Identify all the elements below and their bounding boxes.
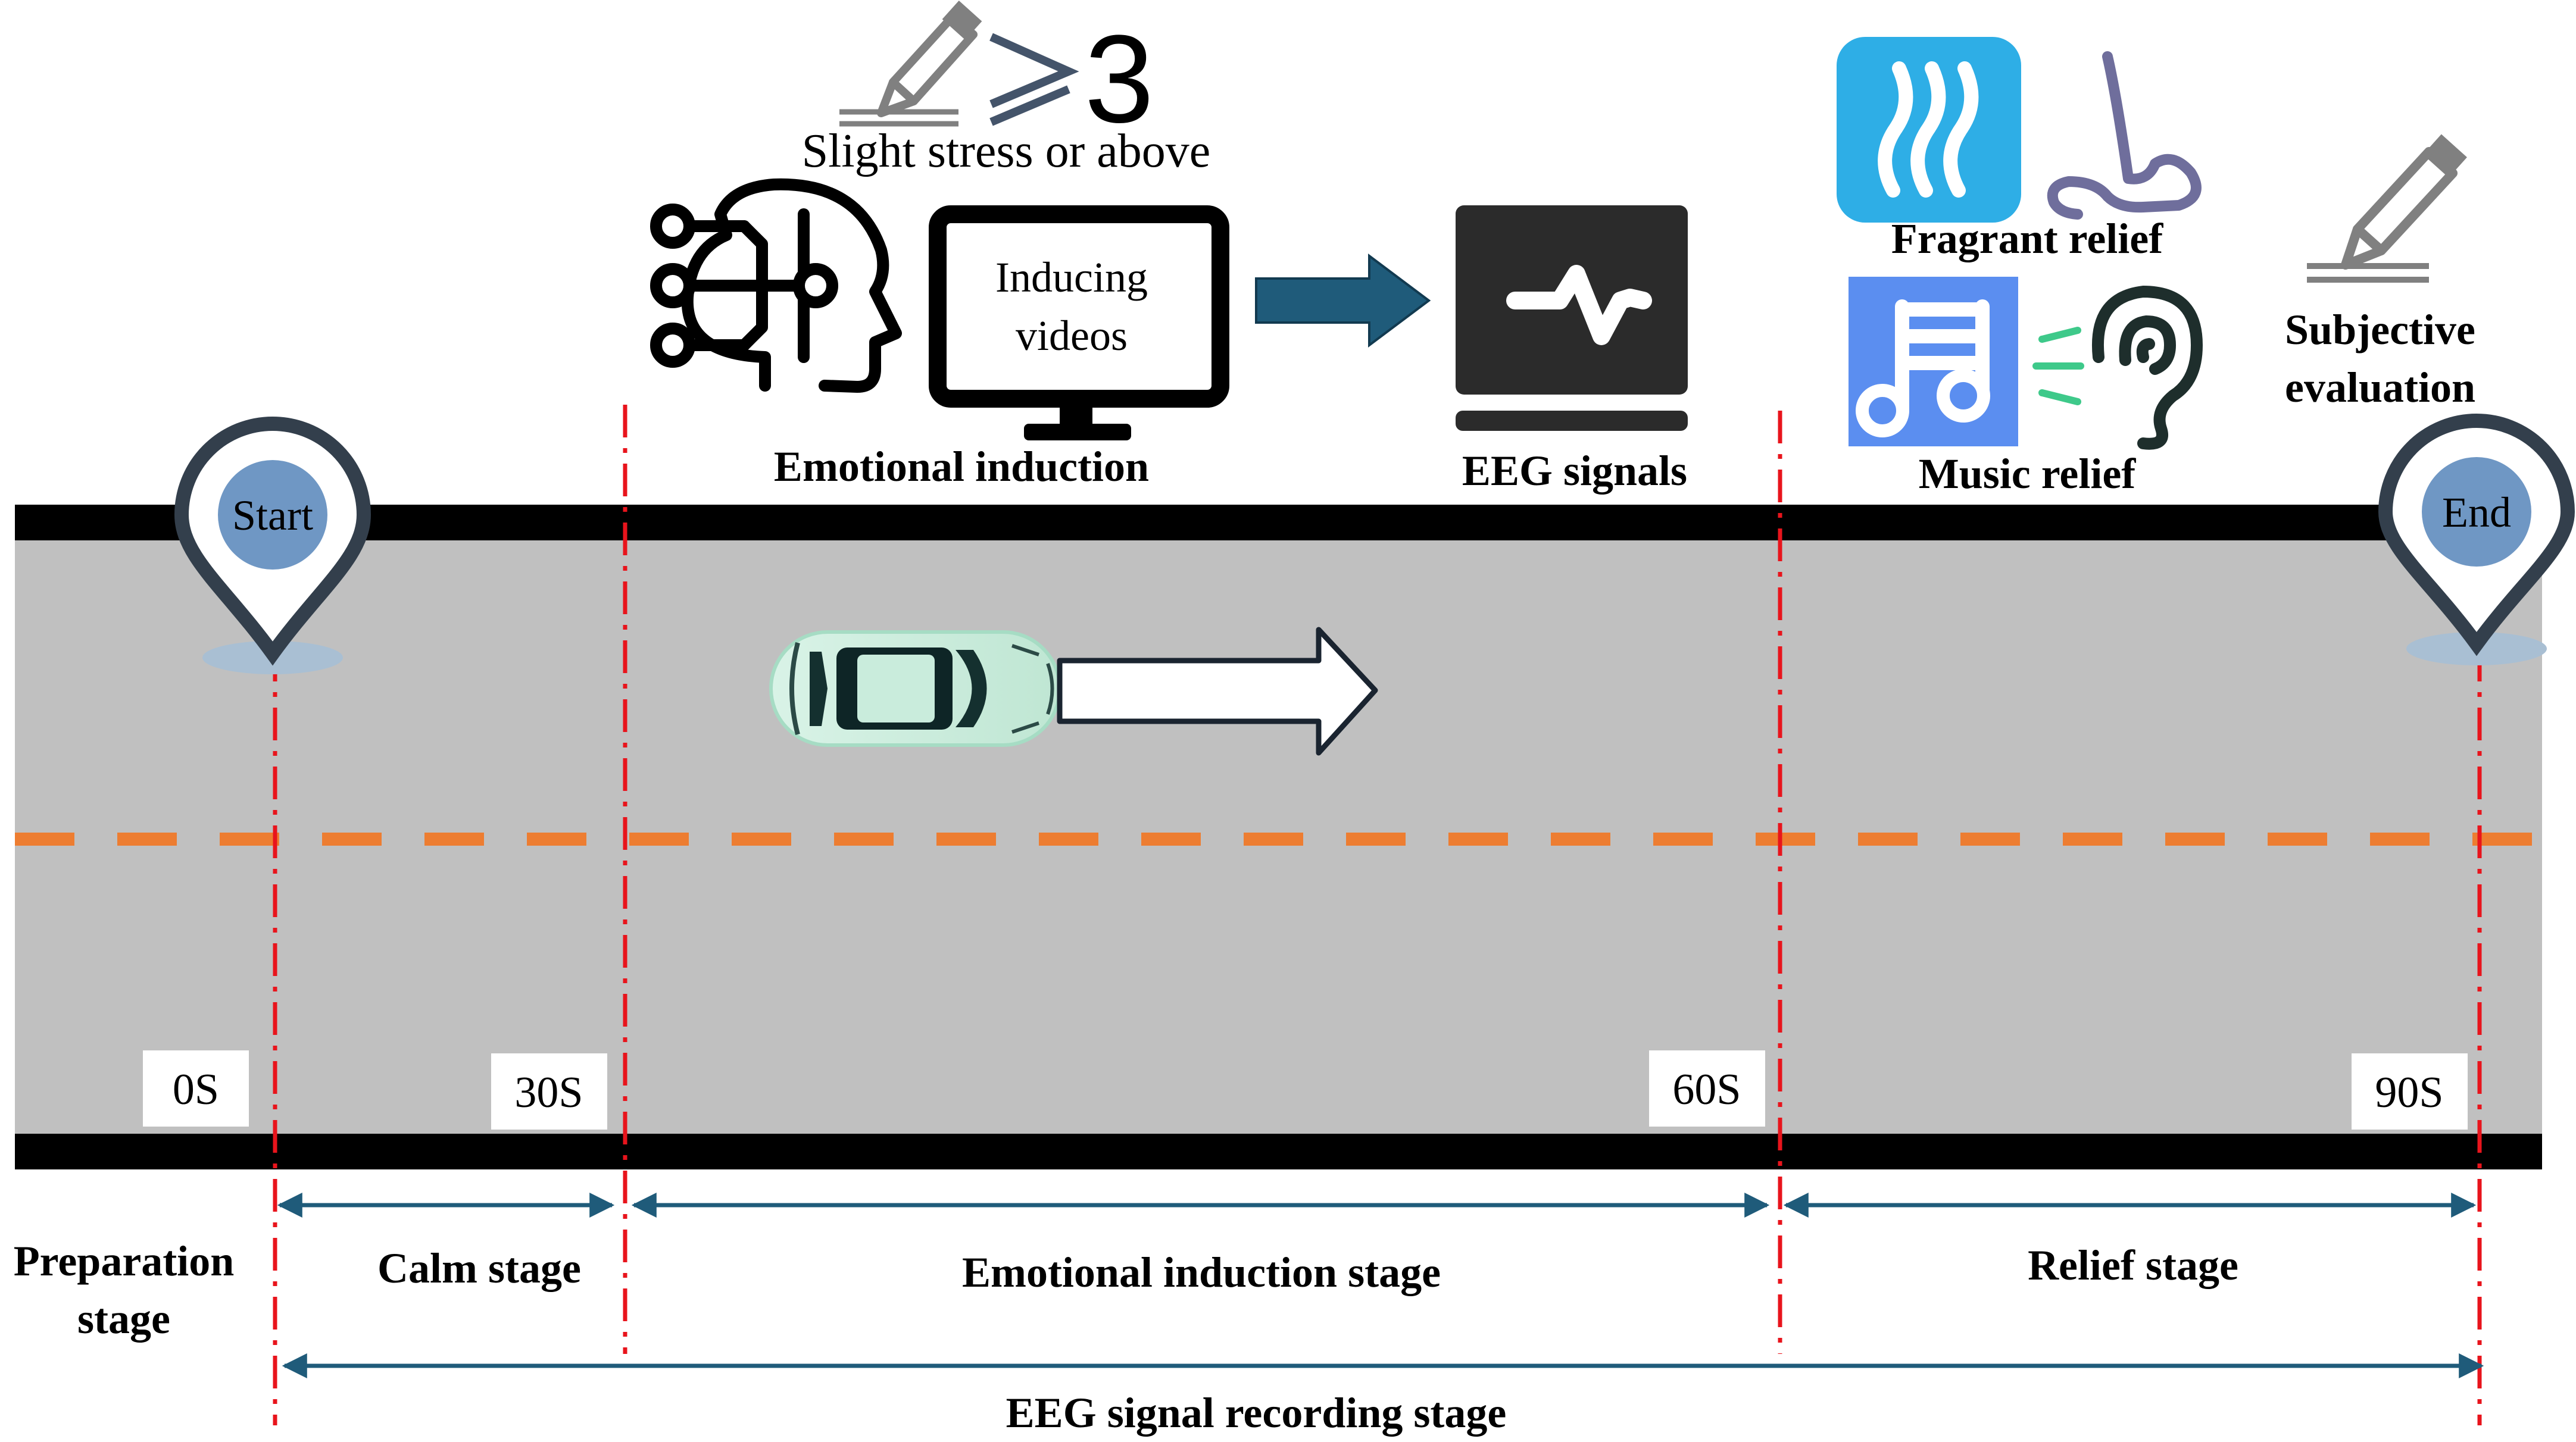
evaluation-pencil-icon <box>2307 134 2467 283</box>
calm-stage-label: Calm stage <box>377 1244 581 1292</box>
end-pin: End <box>2378 414 2575 665</box>
car-icon <box>769 630 1061 747</box>
sound-waves-icon <box>2032 327 2084 405</box>
end-label: End <box>2442 489 2511 536</box>
music-relief-label: Music relief <box>1919 450 2137 498</box>
ai-head-nodes <box>650 204 838 368</box>
nose-icon <box>2047 51 2202 220</box>
road-edge-bottom <box>15 1134 2542 1169</box>
road-surface <box>15 518 2542 1140</box>
subjective-line2: evaluation <box>2285 364 2475 411</box>
flow-arrow-icon <box>1255 254 1431 348</box>
time-label-90s: 90S <box>2352 1053 2468 1130</box>
svg-text:90S: 90S <box>2375 1068 2443 1117</box>
relief-stage-label: Relief stage <box>2028 1241 2238 1289</box>
direction-arrow-icon <box>1057 627 1378 756</box>
monitor-icon: Inducing videos <box>929 205 1229 440</box>
video-label-line1: Inducing <box>995 254 1148 301</box>
fragrant-relief-label: Fragrant relief <box>1891 215 2163 262</box>
preparation-stage-line1: Preparation <box>14 1237 235 1285</box>
ear-icon <box>2092 286 2203 450</box>
recording-stage-label: EEG signal recording stage <box>1006 1389 1507 1437</box>
svg-text:30S: 30S <box>514 1068 583 1117</box>
music-note-icon <box>1849 277 2018 446</box>
subjective-line1: Subjective <box>2285 306 2475 354</box>
svg-text:0S: 0S <box>173 1065 219 1114</box>
eeg-device-icon <box>1456 205 1688 431</box>
eeg-signals-label: EEG signals <box>1462 447 1687 495</box>
threshold-value: 3 <box>1085 9 1154 149</box>
stress-caption: Slight stress or above <box>802 125 1211 177</box>
induction-stage-label: Emotional induction stage <box>962 1249 1441 1296</box>
svg-text:60S: 60S <box>1672 1065 1741 1114</box>
stage-arrows <box>277 1193 2484 1378</box>
start-pin: Start <box>174 417 371 674</box>
timeline-markers <box>273 405 2482 1425</box>
video-label-line2: videos <box>1016 312 1128 359</box>
start-label: Start <box>232 492 313 539</box>
road <box>15 505 2542 1169</box>
pencil-icon <box>839 0 982 127</box>
time-label-0s: 0S <box>143 1050 249 1127</box>
time-label-60s: 60S <box>1649 1050 1765 1127</box>
road-edge-top <box>15 505 2542 540</box>
preparation-stage-line2: stage <box>77 1295 170 1343</box>
fragrance-icon <box>1837 37 2021 223</box>
ai-head-icon <box>667 178 902 393</box>
time-label-30s: 30S <box>491 1053 607 1130</box>
emotional-induction-label: Emotional induction <box>774 443 1149 490</box>
greater-equal-icon <box>989 33 1079 126</box>
